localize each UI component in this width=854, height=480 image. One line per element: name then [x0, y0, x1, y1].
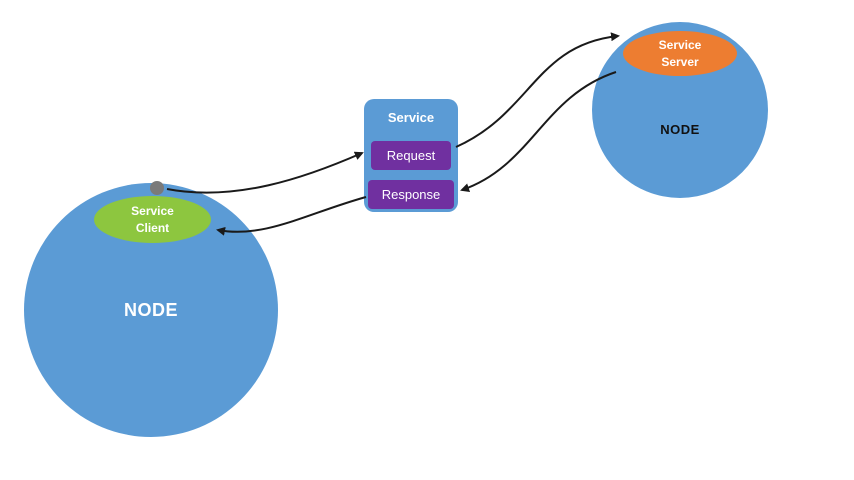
connection-dot: [150, 181, 164, 195]
service-box: Service Request Response: [364, 99, 458, 212]
response-box: Response: [368, 180, 454, 209]
request-box: Request: [371, 141, 451, 170]
client-to-request-arrow: [166, 151, 364, 194]
response-label: Response: [381, 187, 441, 202]
server-node-label: NODE: [660, 121, 700, 137]
server-to-response-arrow: [460, 71, 617, 192]
service-box-title: Service: [387, 110, 435, 125]
service-server-ellipse: Service Server: [623, 31, 737, 76]
client-node-label: NODE: [123, 299, 178, 320]
request-label: Request: [386, 148, 436, 163]
service-client-label-line1: Service: [131, 204, 174, 219]
service-client-ellipse: Service Client: [94, 196, 211, 243]
service-server-label-line2: Server: [661, 54, 699, 69]
service-server-label-line1: Service: [658, 38, 702, 53]
service-client-label-line2: Client: [135, 220, 170, 235]
